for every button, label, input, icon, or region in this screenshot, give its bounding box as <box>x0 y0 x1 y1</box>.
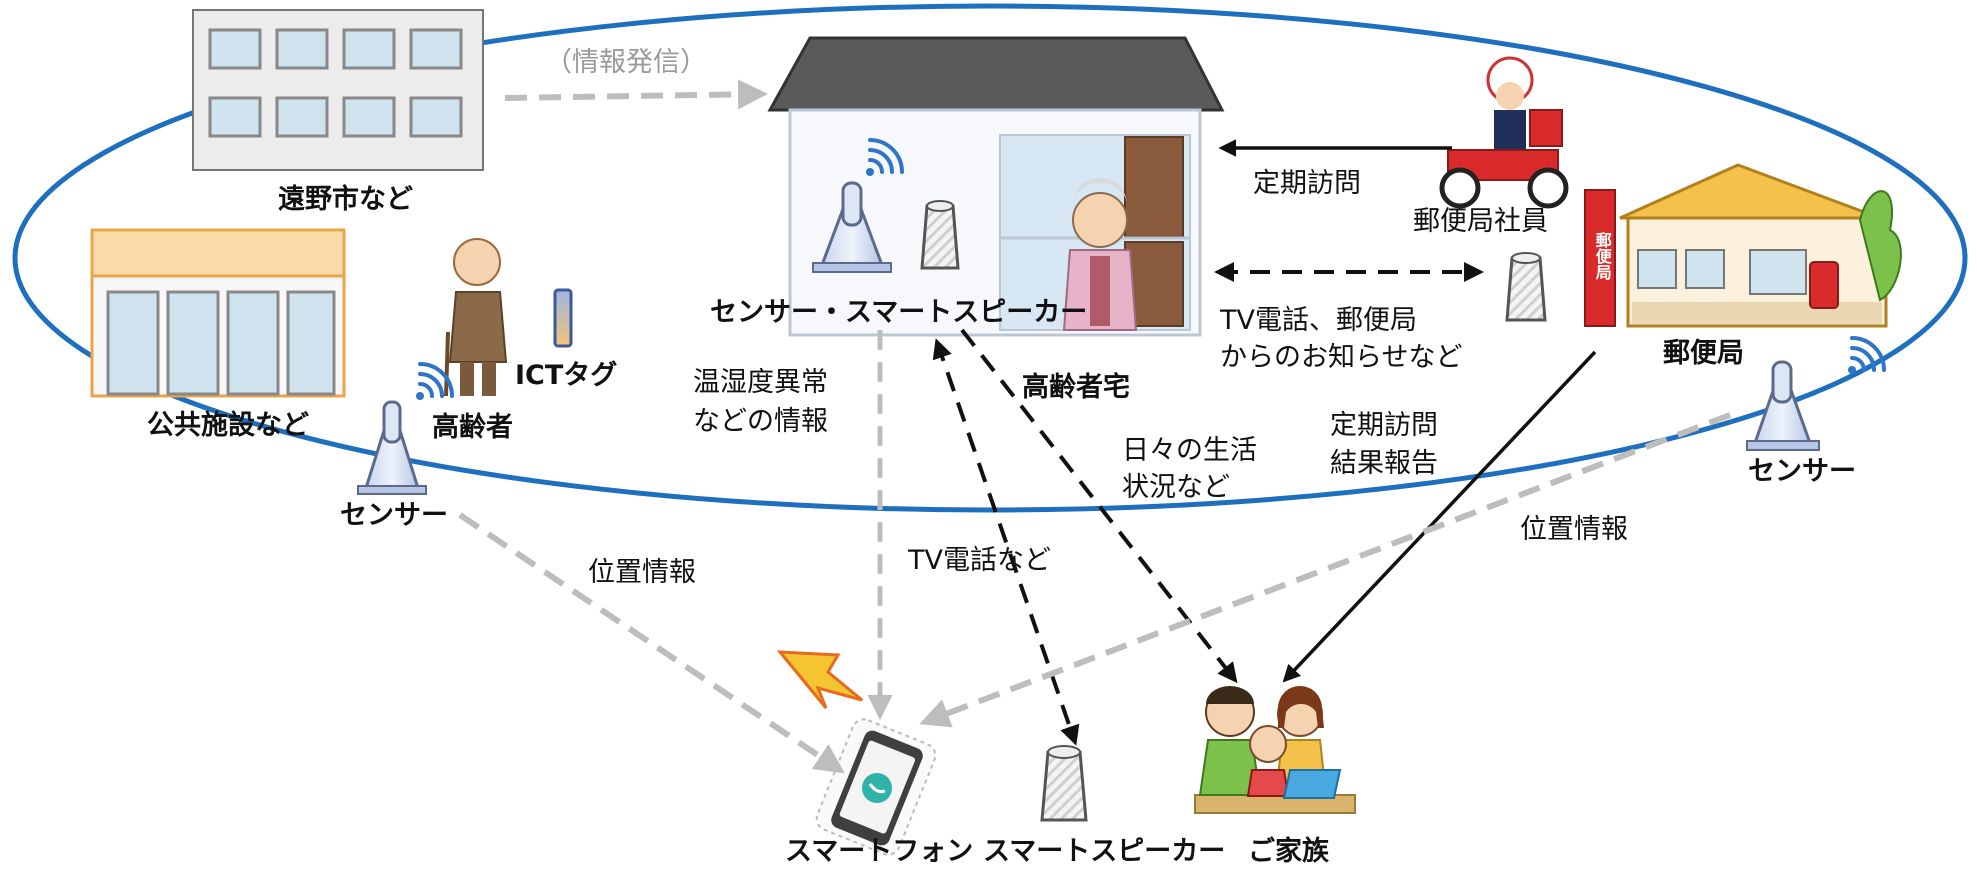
label-elderly-home: 高齢者宅 <box>1022 372 1130 403</box>
label-city: 遠野市など <box>278 184 413 215</box>
label-home-devices: センサー・スマートスピーカー <box>710 297 1088 328</box>
label-daily-life-1: 日々の生活 <box>1122 435 1257 466</box>
wifi-right-icon <box>1848 336 1886 374</box>
label-temp-humidity-1: 温湿度異常 <box>693 367 828 398</box>
sensor-home-icon <box>812 180 892 273</box>
smart-speaker-bottom-icon <box>1040 745 1088 822</box>
elderly-woman-icon <box>1062 178 1138 331</box>
label-family: ご家族 <box>1248 836 1329 867</box>
smartphone-icon <box>815 718 937 856</box>
label-smart-speaker: スマートスピーカー <box>983 836 1226 867</box>
label-tv-call: TV電話など <box>908 545 1051 576</box>
arrow-info-broadcast <box>504 79 768 110</box>
smart-speaker-home-icon <box>920 200 960 270</box>
label-regular-visit: 定期訪問 <box>1253 168 1361 199</box>
post-office-sign-text: 郵便局 <box>1592 232 1612 280</box>
arrow-location-left <box>458 512 845 774</box>
arrow-visit-report <box>1282 350 1597 683</box>
ict-tag-icon <box>553 288 573 348</box>
label-tv-notice-1: TV電話、郵便局 <box>1220 305 1417 336</box>
label-visit-report-1: 定期訪問 <box>1330 410 1438 441</box>
sensor-left-icon <box>357 399 427 495</box>
post-worker-icon <box>1439 56 1569 209</box>
wifi-home-icon <box>866 138 904 176</box>
smart-speaker-post-icon <box>1505 252 1547 322</box>
label-post-worker: 郵便局社員 <box>1413 206 1548 237</box>
post-office-icon <box>1584 163 1902 328</box>
label-ict-tag: ICTタグ <box>515 360 618 391</box>
label-temp-humidity-2: などの情報 <box>693 406 828 437</box>
flow-arrows <box>458 79 1732 774</box>
label-tv-notice-2: からのお知らせなど <box>1220 342 1463 373</box>
city-building-icon <box>192 9 484 171</box>
label-sensor-left: センサー <box>340 500 448 531</box>
label-daily-life-2: 状況など <box>1122 472 1230 503</box>
arrow-location-right <box>919 412 1732 728</box>
label-visit-report-2: 結果報告 <box>1330 448 1438 479</box>
label-public-facility: 公共施設など <box>147 410 309 441</box>
label-info-broadcast: （情報発信） <box>545 47 707 78</box>
label-location-left: 位置情報 <box>588 557 696 588</box>
family-icon <box>1194 686 1356 814</box>
sensor-right-icon <box>1746 360 1820 451</box>
elderly-man-icon <box>444 238 508 397</box>
elderly-home-icon <box>767 36 1225 337</box>
label-elderly: 高齢者 <box>432 412 513 443</box>
lightning-icon <box>776 650 863 709</box>
label-post-office: 郵便局 <box>1663 338 1744 369</box>
label-sensor-right: センサー <box>1748 456 1856 487</box>
label-smartphone: スマートフォン <box>785 836 974 867</box>
wifi-left-icon <box>416 362 454 400</box>
label-location-right: 位置情報 <box>1520 514 1628 545</box>
public-facility-icon <box>90 228 346 398</box>
